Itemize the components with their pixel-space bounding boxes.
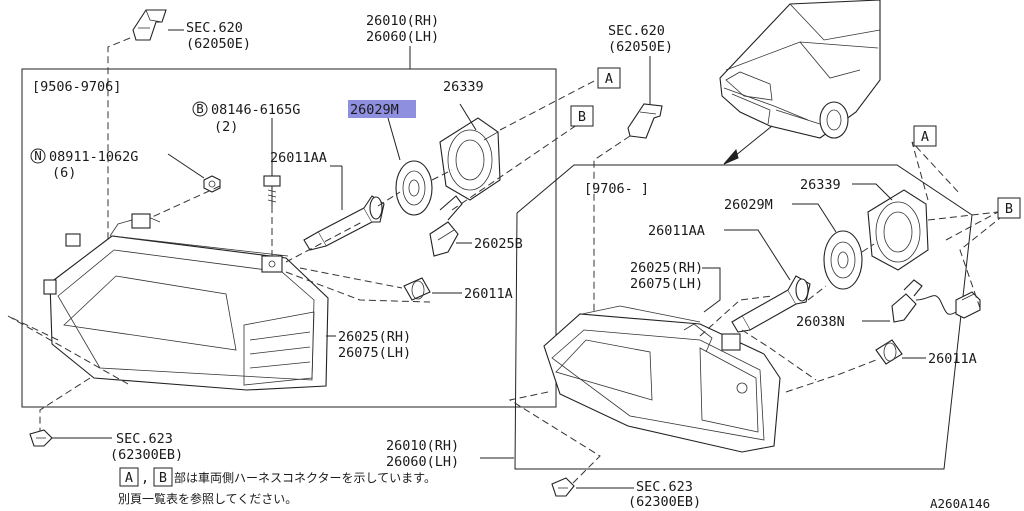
connector-a-box-right xyxy=(913,125,937,147)
connector-b-box-right xyxy=(997,197,1021,219)
diagram-id: A260A146 xyxy=(930,496,990,511)
label-bolt-prefix: B xyxy=(196,101,204,116)
label-26339-right: 26339 xyxy=(800,177,841,193)
label-nut-qty: (6) xyxy=(52,165,76,181)
note-b-box xyxy=(153,467,173,487)
label-sec623-right-code: (62300EB) xyxy=(628,494,701,510)
label-sec620-top-left: SEC.620 xyxy=(186,20,243,36)
label-26038n: 26038N xyxy=(796,314,845,330)
note-comma: , xyxy=(141,470,149,486)
note-line-1: 部は車両側ハーネスコネクターを示しています。 xyxy=(174,470,436,485)
seal-26029m-left-icon xyxy=(395,160,433,216)
note-b-label: B xyxy=(159,470,167,486)
socket-26038n-right-icon xyxy=(891,279,981,323)
connector-b-label-right: B xyxy=(1005,201,1013,217)
seal-26029m-right-icon xyxy=(823,230,863,290)
bulb-26011aa-right-icon xyxy=(731,275,811,333)
nut-prefix-circle xyxy=(30,148,46,164)
headlamp-right-icon xyxy=(543,305,781,453)
bulb-26011a-right-icon xyxy=(875,339,903,365)
note-a-label: A xyxy=(125,470,133,486)
connector-b-label-top: B xyxy=(578,109,586,125)
nut-left-icon xyxy=(203,175,221,193)
clip-sec623-right-icon xyxy=(551,477,575,497)
bolt-left-icon xyxy=(263,175,281,206)
label-nut-code: 08911-1062G xyxy=(49,149,138,165)
label-sec620-right: SEC.620 xyxy=(608,23,665,39)
car-sketch-icon xyxy=(719,0,881,139)
cap-26339-right-icon xyxy=(867,189,929,271)
label-26339-left: 26339 xyxy=(443,79,484,95)
label-date-range-right: [9706- ] xyxy=(584,181,649,197)
bulb-26011aa-left-icon xyxy=(303,195,385,251)
label-sec623-right: SEC.623 xyxy=(636,479,693,495)
bulb-26011a-left-icon xyxy=(403,277,431,301)
connector-sec620-right-icon xyxy=(627,103,663,139)
label-26025-rh-right: 26025(RH) xyxy=(630,260,703,276)
label-sec620-right-code: (62050E) xyxy=(608,39,673,55)
connector-a-box-top xyxy=(597,67,621,89)
cap-26339-left-icon xyxy=(439,117,501,201)
label-26011a-right: 26011A xyxy=(928,351,977,367)
label-bolt-code: 08146-6165G xyxy=(211,102,300,118)
connector-a-label-top: A xyxy=(605,71,613,87)
label-26011aa-left: 26011AA xyxy=(270,150,327,166)
label-bolt-qty: (2) xyxy=(214,119,238,135)
label-26075-lh-left: 26075(LH) xyxy=(338,345,411,361)
label-sec620-top-left-code: (62050E) xyxy=(186,36,251,52)
highlight-26029m xyxy=(348,100,416,118)
label-26025-rh-left: 26025(RH) xyxy=(338,329,411,345)
label-sec623-left: SEC.623 xyxy=(116,431,173,447)
connector-sec620-left-icon xyxy=(132,9,167,41)
label-26025b: 26025B xyxy=(474,236,523,252)
label-26010-rh-top: 26010(RH) xyxy=(366,13,439,29)
socket-26025b-left-icon xyxy=(429,195,463,257)
label-26029m-left: 26029M xyxy=(350,102,399,118)
connector-a-label-right: A xyxy=(921,129,929,145)
label-26011aa-right: 26011AA xyxy=(648,223,705,239)
label-26010-rh-bottom: 26010(RH) xyxy=(386,438,459,454)
connector-b-box-top xyxy=(570,105,594,127)
note-line-2: 別頁一覧表を参照してください。 xyxy=(118,491,297,506)
note-a-box xyxy=(119,467,139,487)
label-26075-lh-right: 26075(LH) xyxy=(630,276,703,292)
clip-sec623-left-icon xyxy=(29,429,53,447)
label-sec623-left-code: (62300EB) xyxy=(110,447,183,463)
label-26029m-right: 26029M xyxy=(724,197,773,213)
label-26060-lh-bottom: 26060(LH) xyxy=(386,454,459,470)
headlamp-left-icon xyxy=(43,213,329,391)
label-date-range-left: [9506-9706] xyxy=(32,79,121,95)
label-26060-lh-top: 26060(LH) xyxy=(366,29,439,45)
left-assembly-frame xyxy=(21,68,557,408)
label-nut-prefix: N xyxy=(34,148,42,163)
bolt-prefix-circle xyxy=(192,101,208,117)
label-26011a-left: 26011A xyxy=(464,286,513,302)
